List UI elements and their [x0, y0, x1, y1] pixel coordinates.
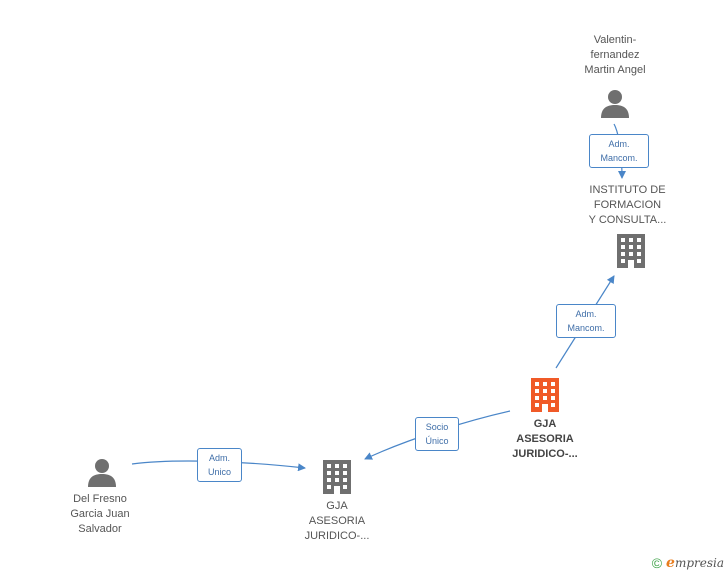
node-delfresno-label: Del Fresno Garcia Juan Salvador	[70, 493, 130, 535]
edge-label-gja-instituto[interactable]: Adm. Mancom.	[556, 304, 616, 338]
edge-label-gja-gjasub[interactable]: Socio Único	[415, 417, 459, 451]
person-icon[interactable]	[600, 88, 630, 118]
person-icon[interactable]	[87, 457, 117, 487]
node-gja-sub[interactable]: GJA ASESORIA JURIDICO-...	[287, 499, 387, 544]
node-gja-main[interactable]: GJA ASESORIA JURIDICO-...	[495, 417, 595, 462]
node-valentin[interactable]: Valentin- fernandez Martin Angel	[565, 33, 665, 78]
node-delfresno[interactable]: Del Fresno Garcia Juan Salvador	[50, 492, 150, 537]
node-instituto-label: INSTITUTO DE FORMACION Y CONSULTA...	[588, 184, 667, 226]
node-gja-sub-label: GJA ASESORIA JURIDICO-...	[304, 500, 370, 542]
copyright-icon: ©	[651, 555, 663, 571]
edge-label-valentin-instituto[interactable]: Adm. Mancom.	[589, 134, 649, 168]
brand-logo: empresia	[666, 555, 724, 571]
building-icon[interactable]	[530, 378, 560, 412]
node-instituto[interactable]: INSTITUTO DE FORMACION Y CONSULTA...	[575, 183, 680, 228]
building-icon[interactable]	[322, 460, 352, 494]
edge-label-delfresno-gjasub[interactable]: Adm. Unico	[197, 448, 242, 482]
building-icon[interactable]	[616, 234, 646, 268]
node-valentin-label: Valentin- fernandez Martin Angel	[584, 34, 646, 76]
brand-watermark: © empresia	[652, 555, 724, 571]
node-gja-main-label: GJA ASESORIA JURIDICO-...	[512, 418, 578, 460]
